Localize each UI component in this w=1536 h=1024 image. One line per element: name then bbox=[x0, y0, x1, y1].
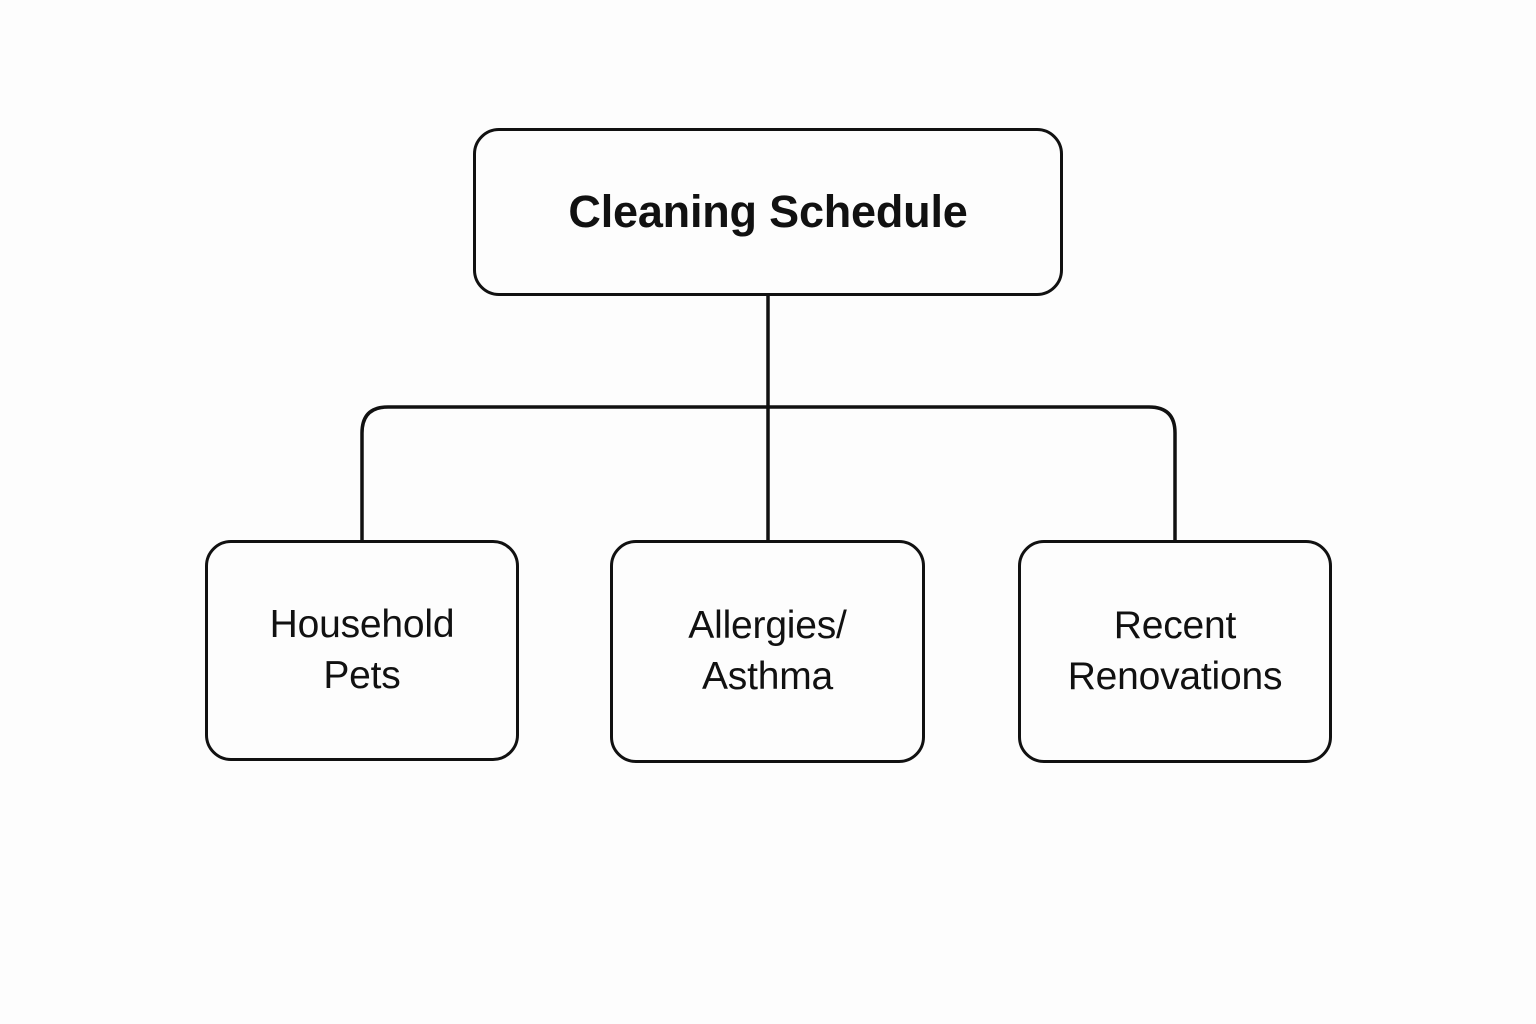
node-cleaning-schedule[interactable]: Cleaning Schedule bbox=[473, 128, 1063, 296]
node-label-cleaning-schedule: Cleaning Schedule bbox=[568, 185, 968, 237]
node-recent-renovations[interactable]: Recent Renovations bbox=[1018, 540, 1332, 763]
node-label-household-pets: Household Pets bbox=[269, 602, 455, 697]
edge-root-to-recent-renovations bbox=[768, 405, 1177, 540]
node-label-allergies-asthma: Allergies/ Asthma bbox=[688, 603, 847, 698]
edge-root-to-household-pets bbox=[360, 405, 768, 540]
node-allergies-asthma[interactable]: Allergies/ Asthma bbox=[610, 540, 925, 763]
node-household-pets[interactable]: Household Pets bbox=[205, 540, 519, 761]
node-label-recent-renovations: Recent Renovations bbox=[1067, 603, 1283, 698]
